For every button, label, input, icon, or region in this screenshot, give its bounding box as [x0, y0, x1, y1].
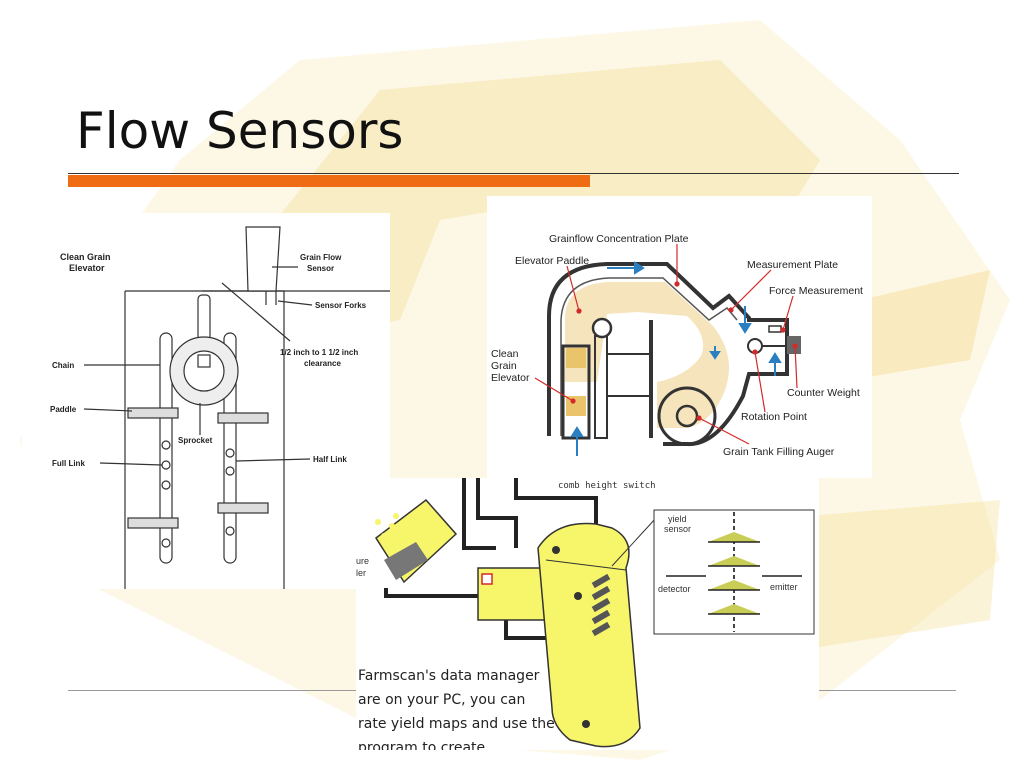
label-clearance-1: 1/2 inch to 1 1/2 inch — [280, 348, 358, 357]
label-half-link: Half Link — [313, 455, 347, 464]
label-grain-flow-sensor-1: Grain Flow — [300, 253, 342, 262]
label-detector: detector — [658, 584, 691, 594]
elevator-chain-diagram: Clean Grain Elevator Grain Flow Sensor S… — [22, 213, 390, 589]
label-clean-grain-2: Grain — [491, 360, 517, 372]
impact-plate-sensor-svg: Grainflow Concentration Plate Elevator P… — [491, 233, 863, 458]
caption-line-1: Farmscan's data manager — [358, 668, 540, 684]
label-paddle: Paddle — [50, 405, 77, 414]
caption-line-4: program to create — [358, 740, 486, 750]
caption-line-3: rate yield maps and use the — [358, 716, 555, 732]
label-sprocket: Sprocket — [178, 436, 213, 445]
label-clean-grain-1: Clean — [491, 348, 519, 360]
label-sensor-forks: Sensor Forks — [315, 301, 367, 310]
label-concentration-plate: Grainflow Concentration Plate — [549, 233, 689, 245]
farmscan-yield-sensor-diagram: comb height switch yield sensor detector… — [356, 478, 819, 750]
label-emitter: emitter — [770, 582, 798, 592]
caption-line-2: are on your PC, you can — [358, 692, 526, 708]
label-clearance-2: clearance — [304, 359, 341, 368]
label-chain: Chain — [52, 361, 74, 370]
label-full-link: Full Link — [52, 459, 85, 468]
label-counter-weight: Counter Weight — [787, 387, 860, 399]
label-clean-grain-elevator-2: Elevator — [69, 263, 105, 273]
label-elevator-paddle: Elevator Paddle — [515, 255, 589, 267]
label-clean-grain-3: Elevator — [491, 372, 530, 384]
label-comb-height-switch: comb height switch — [558, 481, 656, 491]
label-grain-flow-sensor-2: Sensor — [307, 264, 334, 273]
slide-title: Flow Sensors — [76, 102, 404, 160]
farmscan-yield-sensor-svg: comb height switch yield sensor detector… — [356, 478, 815, 748]
label-filling-auger: Grain Tank Filling Auger — [723, 446, 835, 458]
label-measurement-plate: Measurement Plate — [747, 259, 838, 271]
label-clean-grain-elevator-1: Clean Grain — [60, 252, 111, 262]
title-accent-bar — [68, 175, 590, 187]
impact-plate-sensor-diagram: Grainflow Concentration Plate Elevator P… — [487, 196, 872, 478]
label-cut-left-1: ure — [356, 556, 369, 566]
label-yield-sensor-1: yield — [668, 514, 687, 524]
label-yield-sensor-2: sensor — [664, 524, 691, 534]
label-force-measurement: Force Measurement — [769, 285, 863, 297]
label-cut-left-2: ler — [356, 568, 366, 578]
elevator-chain-svg: Clean Grain Elevator Grain Flow Sensor S… — [50, 226, 390, 589]
label-rotation-point: Rotation Point — [741, 411, 807, 423]
title-divider-line — [68, 173, 959, 174]
